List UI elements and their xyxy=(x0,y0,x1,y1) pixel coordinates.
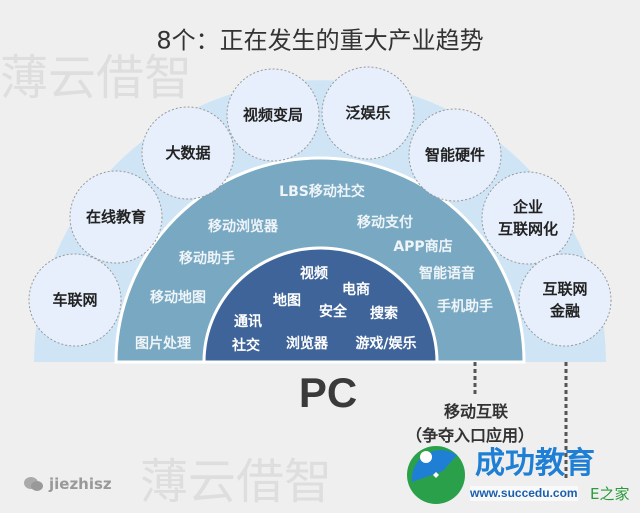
wechat-id: jiezhisz xyxy=(24,475,112,493)
mobile-item: 移动支付 xyxy=(357,215,413,231)
logo-icon xyxy=(407,446,465,504)
watermark: 薄云借智 xyxy=(140,454,333,510)
trend-label: 企业 互联网化 xyxy=(497,198,559,238)
wechat-icon xyxy=(24,477,43,491)
mobile-item: 图片处理 xyxy=(135,336,191,352)
wechat-id-text: jiezhisz xyxy=(49,475,112,493)
pc-item: 通讯 xyxy=(234,314,262,330)
trend-circle xyxy=(408,108,502,202)
pc-item: 视频 xyxy=(300,266,328,282)
mobile-item: LBS移动社交 xyxy=(279,184,365,200)
trend-label: 互联网 金融 xyxy=(542,280,588,320)
trend-circle xyxy=(226,68,320,162)
pc-item: 浏览器 xyxy=(286,336,328,352)
inner-band xyxy=(202,246,439,364)
page-title: 8个：正在发生的重大产业趋势 xyxy=(156,26,484,55)
pc-item: 社交 xyxy=(232,338,260,354)
pc-label: PC xyxy=(298,369,358,416)
trend-circle xyxy=(141,106,235,200)
trend-label: 在线教育 xyxy=(85,208,147,226)
watermark: 薄云借智 xyxy=(0,50,193,106)
mobile-item: 移动浏览器 xyxy=(208,219,278,235)
mobile-item: 移动助手 xyxy=(179,251,235,267)
trend-label: 大数据 xyxy=(165,144,211,162)
mobile-item: 智能语音 xyxy=(419,266,475,282)
pc-item: 安全 xyxy=(319,304,347,320)
pc-item: 地图 xyxy=(273,293,301,309)
mobile-label: 移动互联 xyxy=(443,402,509,421)
trend-circle xyxy=(69,170,163,264)
trend-circle xyxy=(518,253,612,347)
trend-label: 视频变局 xyxy=(242,106,304,124)
trend-circle xyxy=(481,171,575,265)
pc-item: 搜索 xyxy=(370,306,398,322)
mobile-item: 手机助手 xyxy=(437,299,493,315)
pc-item: 游戏/娱乐 xyxy=(355,336,417,352)
trend-label: 泛娱乐 xyxy=(345,104,391,122)
trend-circle xyxy=(28,253,122,347)
trend-label: 智能硬件 xyxy=(424,146,486,164)
logo-name: 成功教育 xyxy=(475,446,595,481)
logo-badge: E之家 xyxy=(590,485,630,503)
trend-label: 车联网 xyxy=(52,291,98,309)
mobile-item: 移动地图 xyxy=(150,290,206,306)
logo-url: www.succedu.com xyxy=(470,486,578,501)
pc-item: 电商 xyxy=(342,282,370,298)
mobile-sublabel: （争夺入口应用） xyxy=(405,426,535,445)
trend-circle xyxy=(321,66,415,160)
mobile-item: APP商店 xyxy=(393,239,453,255)
